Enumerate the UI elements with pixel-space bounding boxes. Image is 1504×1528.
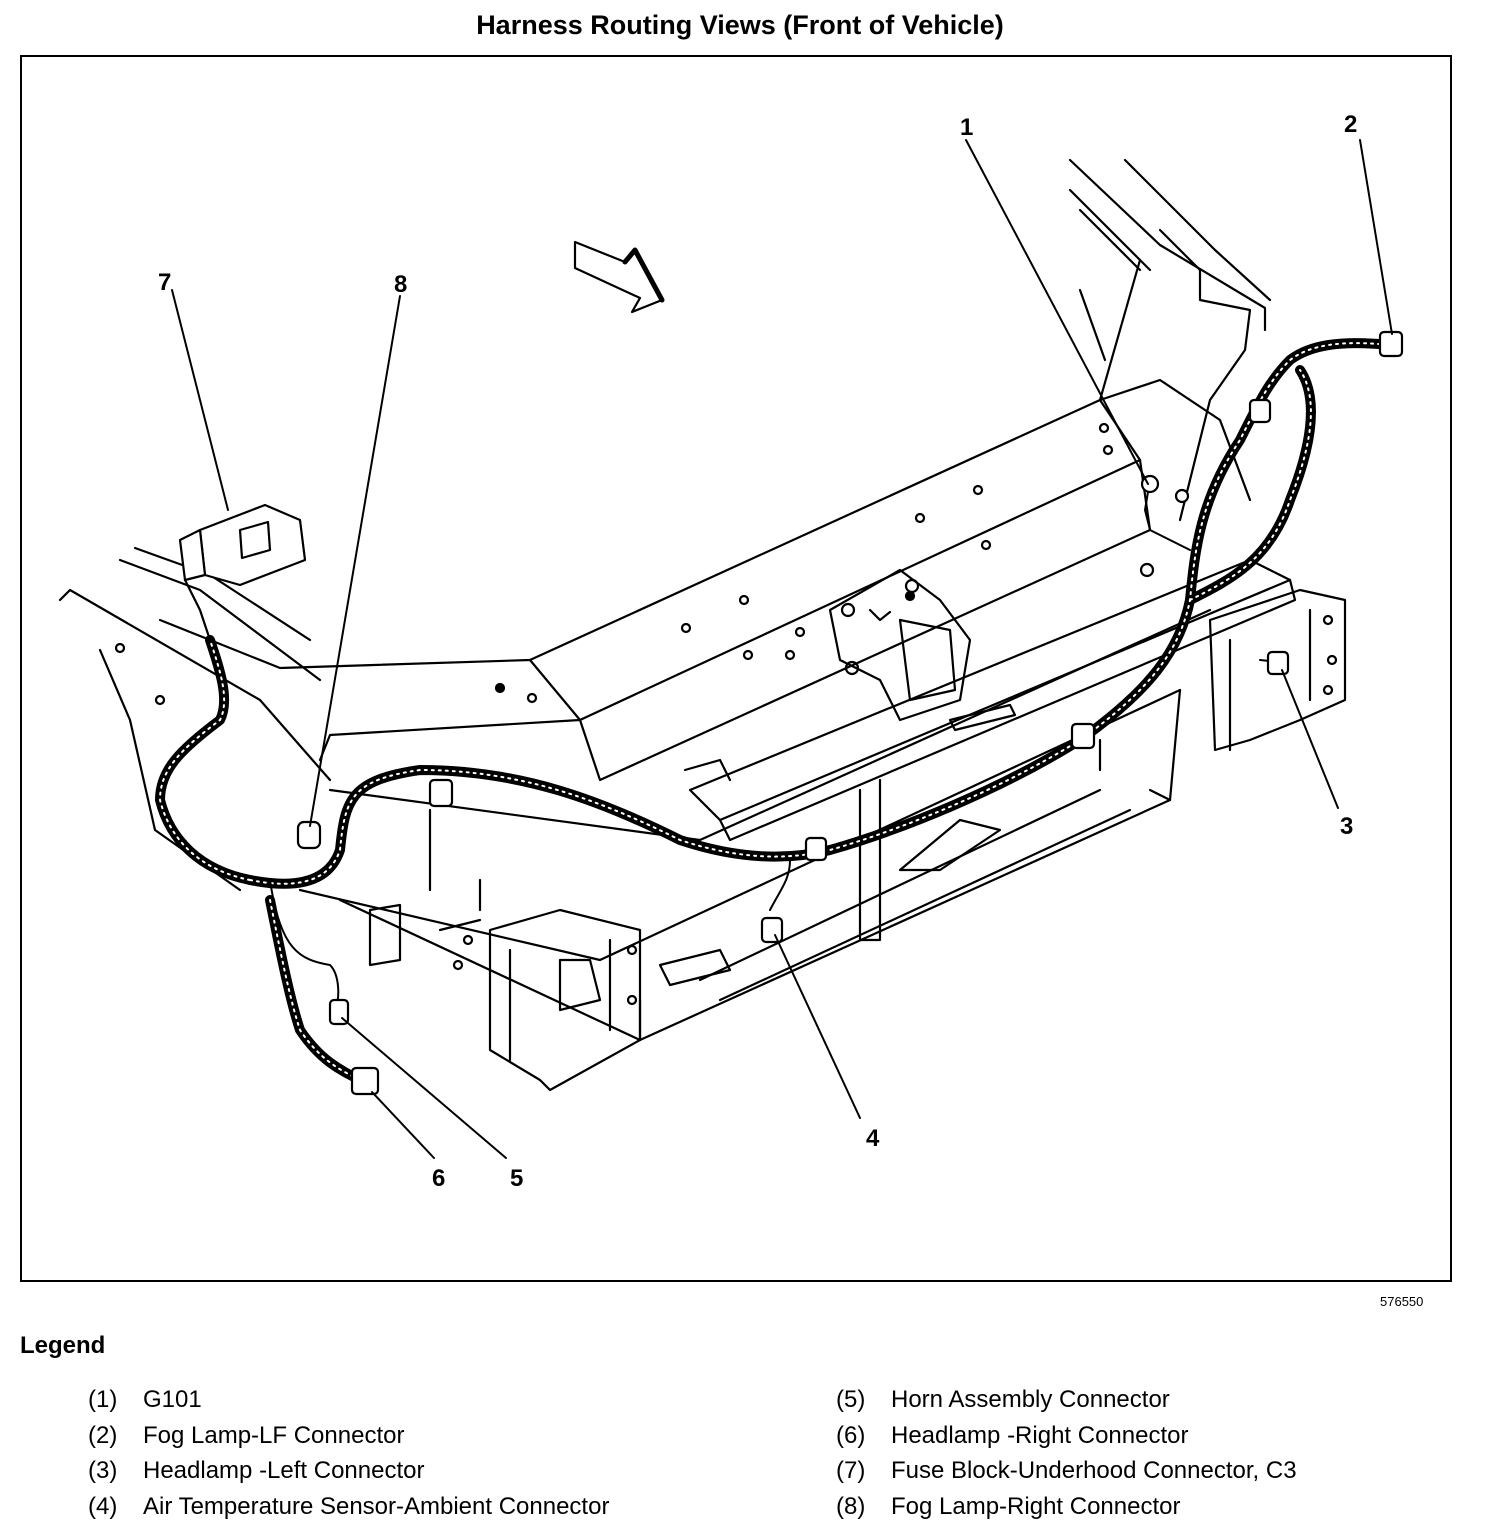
callout-leaders [171,139,1393,1159]
legend-column-right: (5) Horn Assembly Connector (6) Headlamp… [836,1382,1297,1524]
harness-clip [1070,722,1096,750]
legend-number: (3) [88,1457,118,1484]
callout-7: 7 [158,269,171,296]
legend-item: (4) Air Temperature Sensor-Ambient Conne… [88,1489,609,1525]
callout-5: 5 [510,1165,523,1192]
legend-title: Legend [20,1332,106,1359]
legend-number: (6) [836,1421,866,1449]
support-posts [428,738,1102,942]
headlamp-right-connector [350,1066,380,1096]
hood-latch-bracket [828,568,972,722]
callout-6: 6 [432,1165,445,1192]
branch-wires [269,479,1281,1011]
legend-item: (2) Fog Lamp-LF Connector [88,1418,609,1454]
legend-label: Horn Assembly Connector [891,1386,1170,1413]
harness-clip [804,836,828,862]
fog-lamp-right-connector [296,820,322,850]
wiring-harness [155,338,1395,1085]
connectors [178,330,1404,1096]
legend-number: (4) [88,1492,118,1520]
legend-number: (5) [836,1386,866,1413]
diagram-frame [20,55,1452,1282]
callout-4: 4 [866,1125,880,1152]
right-headlamp-bracket [368,903,642,1092]
harness-routing-illustration: 1 2 3 4 5 6 7 8 [58,111,1404,1192]
radiator-support [158,378,1252,782]
legend-item: (1) G101 [88,1382,609,1418]
legend-number: (7) [836,1457,866,1484]
legend-number: (2) [88,1421,118,1449]
callout-1: 1 [960,114,973,141]
legend-number: (8) [836,1492,866,1520]
right-fender-structure [1068,158,1272,522]
legend-column-left: (1) G101 (2) Fog Lamp-LF Connector (3) H… [88,1382,609,1524]
harness-clip [428,778,454,808]
legend-item: (5) Horn Assembly Connector [836,1382,1297,1418]
legend-item: (8) Fog Lamp-Right Connector [836,1489,1297,1525]
callout-8: 8 [394,271,407,298]
harness-clip [1248,398,1272,424]
lower-tie-bar [298,608,1212,1042]
legend-label: Air Temperature Sensor-Ambient Connector [143,1492,610,1520]
fog-lamp-lf-connector [1378,330,1404,358]
legend-number: (1) [88,1386,118,1413]
bumper-beam [683,558,1297,842]
callout-2: 2 [1344,111,1357,138]
legend-label: Headlamp -Right Connector [891,1421,1189,1449]
fuse-block-connector-c3 [178,503,307,642]
legend-label: Fog Lamp-LF Connector [143,1421,405,1449]
callout-3: 3 [1340,813,1353,840]
legend-label: Fog Lamp-Right Connector [891,1492,1181,1520]
wiring-harness-ribbing [159,342,1391,1081]
left-headlamp-bracket [1208,588,1347,752]
headlamp-left-connector [1266,650,1290,676]
legend-label: Fuse Block-Underhood Connector, C3 [891,1457,1297,1484]
legend-item: (7) Fuse Block-Underhood Connector, C3 [836,1453,1297,1489]
air-temp-sensor-connector [760,916,784,944]
legend-item: (3) Headlamp -Left Connector [88,1453,609,1489]
callout-labels: 1 2 3 4 5 6 7 8 [158,111,1357,1192]
figure-number: 576550 [1380,1294,1424,1309]
diagram-title: Harness Routing Views (Front of Vehicle) [476,10,1004,40]
legend-item: (6) Headlamp -Right Connector [836,1418,1297,1454]
front-direction-arrow [573,240,665,314]
legend-label: Headlamp -Left Connector [143,1457,425,1484]
legend-label: G101 [143,1386,202,1413]
